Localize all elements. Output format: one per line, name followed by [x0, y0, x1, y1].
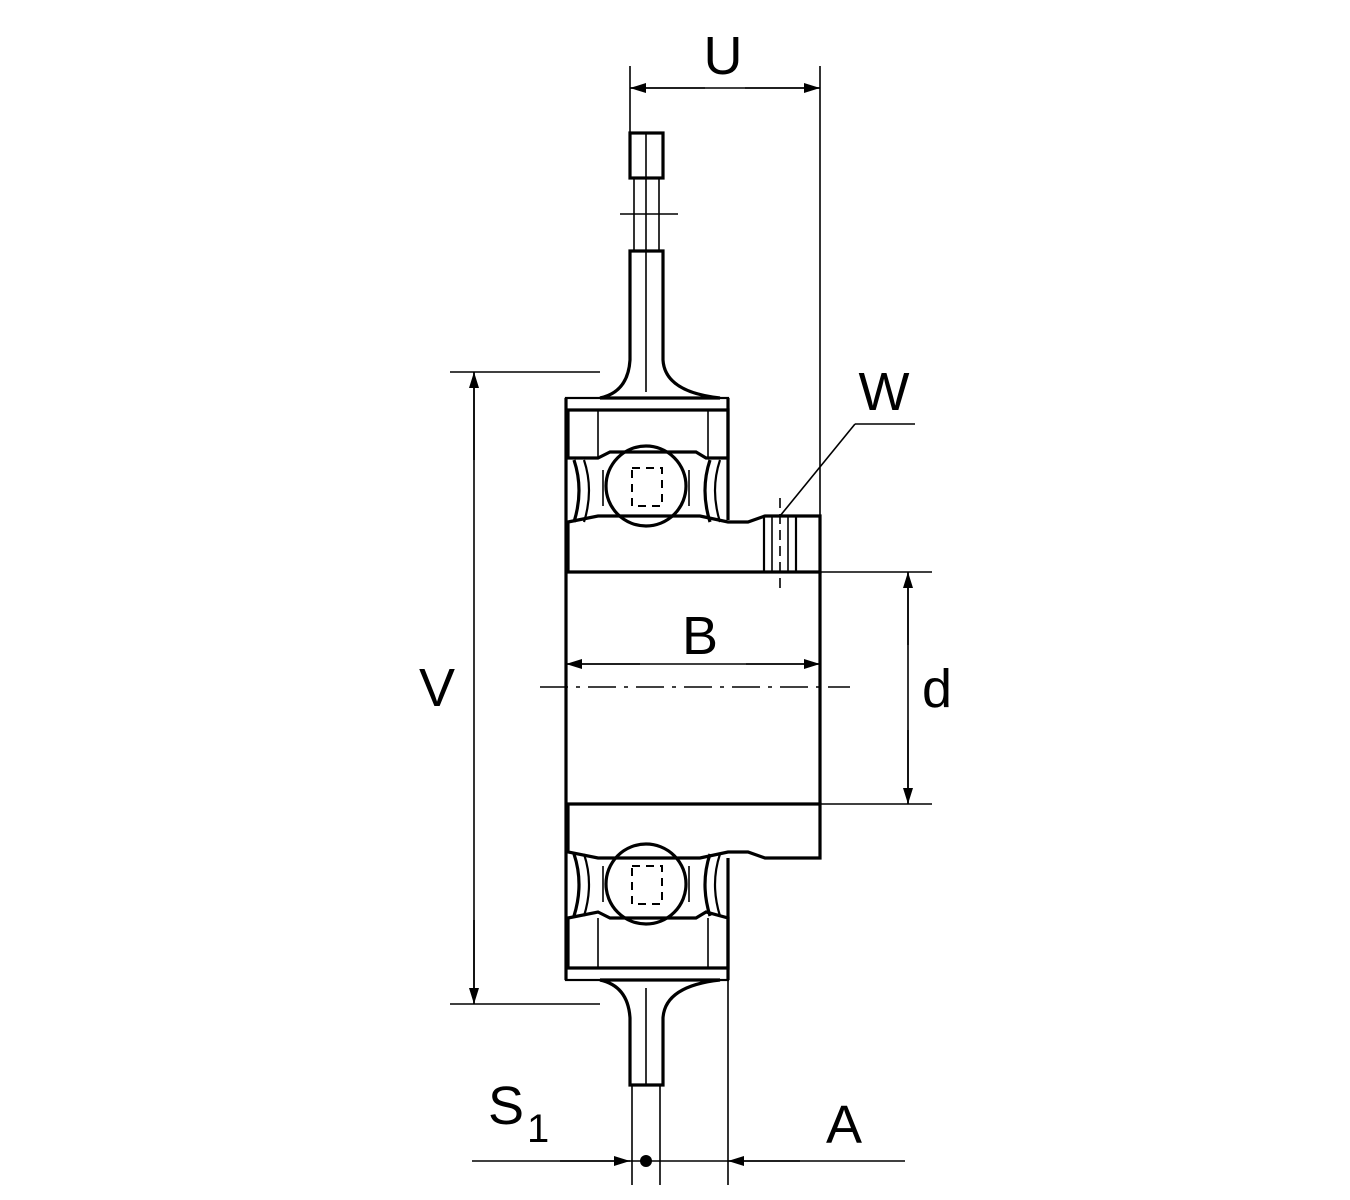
ball-upper [602, 444, 690, 528]
flange-plate-lower [599, 978, 721, 1185]
label-b: B [682, 606, 718, 666]
inner-ring-upper [566, 498, 822, 590]
seal-lower [572, 853, 722, 917]
dimension-u: U [629, 26, 821, 516]
outer-ring-upper [564, 396, 730, 572]
ball-lower [602, 842, 690, 926]
inner-ring-lower [566, 802, 822, 860]
label-s-subscript: 1 [527, 1107, 549, 1151]
label-u: U [704, 26, 743, 86]
label-a: A [826, 1095, 862, 1155]
dimension-w: W [779, 362, 915, 517]
label-s: S [488, 1076, 524, 1136]
dimension-b: B [566, 606, 820, 669]
label-w: W [859, 362, 910, 422]
seal-upper [572, 459, 722, 523]
label-s-main: S [488, 1076, 524, 1136]
outer-ring-lower [564, 804, 730, 982]
dimension-v: V [419, 371, 600, 1005]
bore [540, 572, 850, 804]
dimension-s1-a: S 1 A [472, 980, 905, 1185]
label-v: V [419, 658, 455, 718]
flange-plate-upper [599, 131, 721, 400]
dimension-d: d [820, 571, 952, 805]
label-d: d [922, 659, 952, 719]
